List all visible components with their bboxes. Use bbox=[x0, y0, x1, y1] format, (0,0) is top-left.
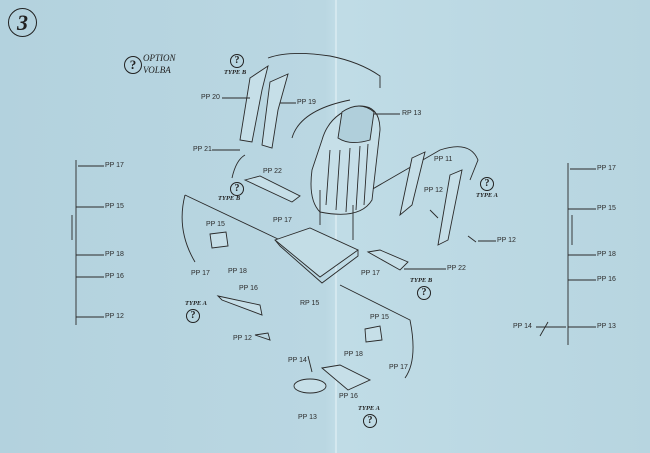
clip-pp12-bottom bbox=[254, 332, 271, 341]
step-number: 3 bbox=[8, 8, 37, 37]
question-icon: ? bbox=[230, 182, 244, 196]
label-pp16: PP 16 bbox=[239, 285, 258, 292]
guide-outline-left bbox=[181, 194, 196, 263]
bolster-pp22-right bbox=[366, 249, 409, 271]
label-pp17: PP 17 bbox=[597, 165, 616, 172]
belt-right bbox=[567, 163, 573, 345]
label-pp22: PP 22 bbox=[447, 265, 466, 272]
label-pp16: PP 16 bbox=[339, 393, 358, 400]
question-icon: ? bbox=[186, 309, 200, 323]
bracket-pp15-right bbox=[364, 325, 383, 343]
question-icon: ? bbox=[417, 286, 431, 300]
type-a-label: TYPE A bbox=[185, 300, 207, 307]
label-pp12: PP 12 bbox=[497, 237, 516, 244]
label-pp12: PP 12 bbox=[233, 335, 252, 342]
option-question-icon: ? bbox=[124, 56, 142, 74]
label-pp22: PP 22 bbox=[263, 168, 282, 175]
label-pp13: PP 13 bbox=[597, 323, 616, 330]
rail-pp16-right bbox=[320, 364, 372, 391]
guide-outline-right bbox=[344, 146, 479, 206]
label-pp13: PP 13 bbox=[298, 414, 317, 421]
label-pp15: PP 15 bbox=[370, 314, 389, 321]
type-b-label: TYPE B bbox=[224, 69, 247, 76]
bolster-pp22-left bbox=[243, 175, 301, 203]
label-pp17: PP 17 bbox=[273, 217, 292, 224]
question-icon: ? bbox=[480, 177, 494, 191]
label-pp18: PP 18 bbox=[344, 351, 363, 358]
label-rp15: RP 15 bbox=[300, 300, 320, 307]
label-pp17: PP 17 bbox=[191, 270, 210, 277]
label-pp18: PP 18 bbox=[597, 251, 616, 258]
label-pp14: PP 14 bbox=[513, 323, 532, 330]
side-panel-pp11-b bbox=[437, 169, 463, 246]
clip-pp12 bbox=[429, 209, 477, 243]
label-rp13: RP 13 bbox=[402, 110, 422, 117]
label-pp20: PP 20 bbox=[201, 94, 220, 101]
label-pp18: PP 18 bbox=[228, 268, 247, 275]
pin-pp14-right bbox=[539, 321, 549, 337]
cable-pp21 bbox=[231, 154, 246, 179]
guide-outline-mid bbox=[291, 99, 351, 139]
type-b-label: TYPE B bbox=[218, 195, 241, 202]
label-pp16: PP 16 bbox=[105, 273, 124, 280]
guide-arrow-left bbox=[184, 194, 281, 241]
guide-arrow-right bbox=[339, 284, 414, 379]
label-pp16: PP 16 bbox=[597, 276, 616, 283]
question-icon: ? bbox=[363, 414, 377, 428]
belt-left bbox=[71, 160, 77, 325]
label-pp21: PP 21 bbox=[193, 146, 212, 153]
bracket-pp15-left bbox=[209, 231, 229, 249]
label-pp17: PP 17 bbox=[389, 364, 408, 371]
side-panel-pp11-a bbox=[399, 151, 426, 217]
option-label: OPTION bbox=[143, 53, 176, 63]
rail-pp16-left bbox=[216, 295, 263, 316]
plate-pp13 bbox=[293, 378, 327, 394]
side-panel-pp19 bbox=[261, 73, 289, 149]
type-a-label: TYPE A bbox=[358, 405, 380, 412]
arrows-down bbox=[319, 190, 354, 240]
label-pp12: PP 12 bbox=[424, 187, 443, 194]
side-panel-pp20 bbox=[239, 64, 269, 143]
label-pp14: PP 14 bbox=[288, 357, 307, 364]
label-pp12: PP 12 bbox=[105, 313, 124, 320]
label-pp11: PP 11 bbox=[434, 156, 453, 163]
label-pp17: PP 17 bbox=[105, 162, 124, 169]
pin-pp14 bbox=[307, 355, 313, 373]
guide-outline-top bbox=[267, 53, 381, 88]
volba-label: VOLBA bbox=[143, 65, 171, 75]
label-pp15: PP 15 bbox=[206, 221, 225, 228]
label-pp17: PP 17 bbox=[361, 270, 380, 277]
type-b-label: TYPE B bbox=[410, 277, 433, 284]
label-pp15: PP 15 bbox=[105, 203, 124, 210]
question-icon: ? bbox=[230, 54, 244, 68]
label-pp15: PP 15 bbox=[597, 205, 616, 212]
type-a-label: TYPE A bbox=[476, 192, 498, 199]
label-pp19: PP 19 bbox=[297, 99, 316, 106]
label-pp18: PP 18 bbox=[105, 251, 124, 258]
seat-cushion-rp15 bbox=[274, 227, 359, 284]
backrest-rp13 bbox=[310, 105, 381, 215]
